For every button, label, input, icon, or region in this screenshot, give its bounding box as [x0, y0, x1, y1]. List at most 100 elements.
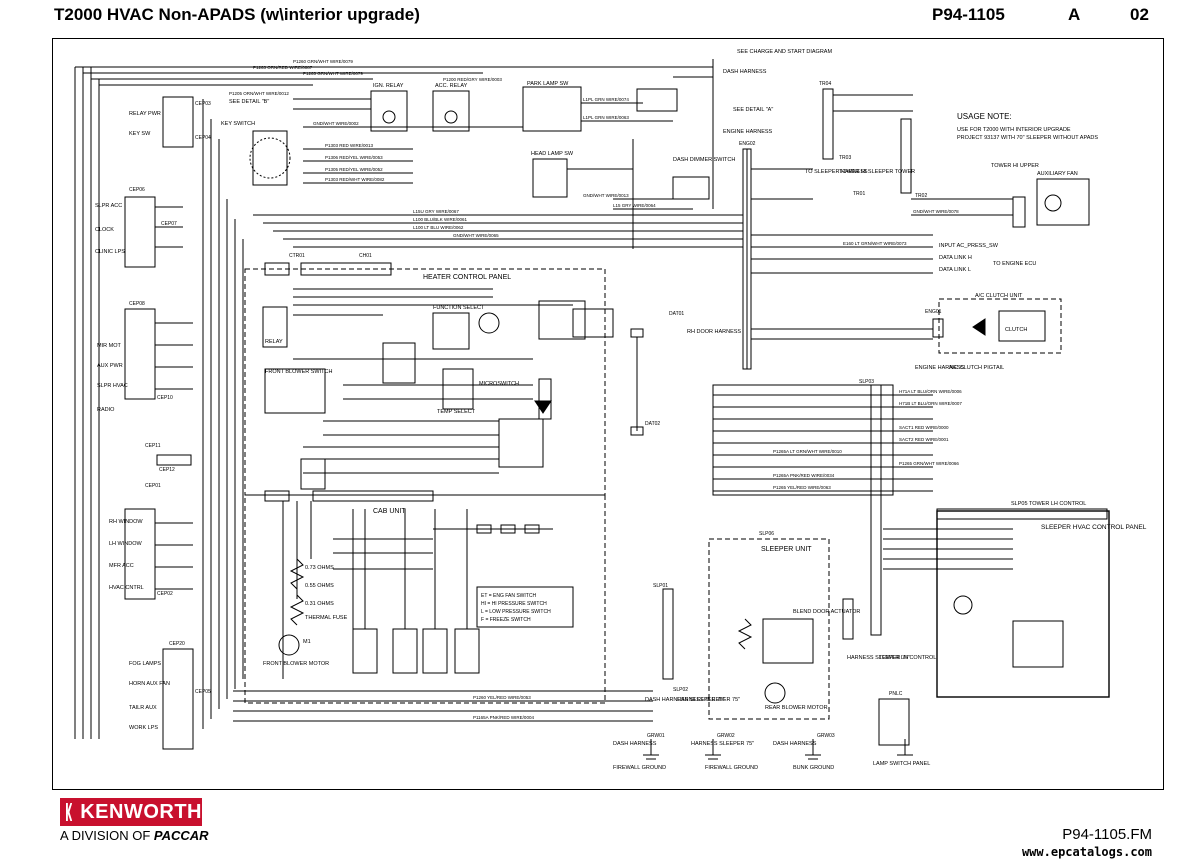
wiring-schematic: RELAY PWR KEY SW SLPR ACC CLOCK CLINIC L… [74, 49, 1147, 771]
connector-label: CEP02 [157, 591, 173, 597]
label-r3: 0.31 OHMS [305, 601, 334, 607]
connector-label: SLP02 [673, 687, 688, 693]
label-relay: RELAY [265, 339, 283, 345]
connector-label: DAT02 [645, 421, 660, 427]
label-slpr-acc: SLPR ACC [95, 203, 122, 209]
usage-note-title: USAGE NOTE: [957, 112, 1012, 121]
wire-label: P1305 RED/YEL WIRE/0052 [325, 167, 383, 172]
label-r2: 0.55 OHMS [305, 583, 334, 589]
label-clutch: CLUTCH [1005, 327, 1027, 333]
legend-line-3: L = LOW PRESSURE SWITCH [481, 609, 551, 615]
connector-label: CEP07 [161, 221, 177, 227]
label-firewall-ground: FIREWALL GROUND [613, 765, 666, 771]
label-head-lamp-sw: HEAD LAMP SW [531, 151, 574, 157]
connector-label: CEP06 [129, 187, 145, 193]
label-sleeper-hvac-panel: SLEEPER HVAC CONTROL PANEL [1041, 524, 1147, 531]
label-key-switch: KEY SWITCH [221, 121, 255, 127]
wire-label: H71B LT BLU/ORN WIRE/0007 [899, 401, 962, 406]
label-data-link-h: DATA LINK H [939, 255, 972, 261]
connector-label: SLP06 [759, 531, 774, 537]
connector-label: ENG01 [925, 309, 942, 315]
label-mfr-acc: MFR ACC [109, 563, 134, 569]
label-dash-dimmer-switch: DASH DIMMER SWITCH [673, 157, 735, 163]
label-aux-pwr: AUX PWR [97, 363, 123, 369]
label-aux-fan: AUXILIARY FAN [1037, 171, 1078, 177]
label-function-select: FUNCTION SELECT [433, 305, 485, 311]
connector-label: CEP10 [157, 395, 173, 401]
division-brand: PACCAR [153, 828, 209, 843]
wire-label: GND/WHT WIRE/0065 [453, 233, 499, 238]
label-acc-relay: ACC. RELAY [435, 83, 468, 89]
label-mir-mot: MIR MOT [97, 343, 121, 349]
wire-label: P1260 GRN/WHT WIRE/0079 [293, 59, 353, 64]
doc-title: T2000 HVAC Non-APADS (w\interior upgrade… [54, 5, 420, 24]
legend-line-2: HI = HI PRESSURE SWITCH [481, 601, 547, 607]
label-horn-aux-fan: HORN AUX FAN [129, 681, 170, 687]
label-see-charge-start: SEE CHARGE AND START DIAGRAM [737, 49, 832, 55]
label-tower-upper: TOWER HI UPPER [991, 163, 1039, 169]
wire-label: H71A LT BLU/ORN WIRE/0006 [899, 389, 962, 394]
label-ac-clutch-pigtail: A/C CLUTCH PIGTAIL [949, 365, 1004, 371]
wire-label: GND/WHT WIRE/0002 [313, 121, 359, 126]
wire-label: GND/WHT WIRE/0078 [913, 209, 959, 214]
usage-note-line-1: USE FOR T2000 WITH INTERIOR UPGRADE [957, 127, 1071, 133]
label-hvac-cntl: HVAC CNTRL [109, 585, 144, 591]
legend-line-4: F = FREEZE SWITCH [481, 617, 531, 623]
label-rear-blower-motor: REAR BLOWER MOTOR [765, 705, 828, 711]
wire-label: L1PL GRN WIRE/0074 [583, 97, 629, 102]
label-input-ac-press: INPUT AC_PRESS_SW [939, 243, 999, 249]
wire-label: L15 GRY WIRE/0064 [613, 203, 656, 208]
connector-label: CTR01 [289, 253, 305, 259]
wire-label: P1165A PNK/RED WIRE/0004 [473, 715, 534, 720]
label-relay-pwr: RELAY PWR [129, 111, 161, 117]
division-prefix: A DIVISION OF [60, 828, 151, 843]
label-dash-harness-bottom: DASH HARNESS [613, 741, 657, 747]
wire-label: L15U GRY WIRE/0067 [413, 209, 459, 214]
label-temp-select: TEMP SELECT [437, 409, 476, 415]
wire-label: SACT2 RED WIRE/0001 [899, 437, 949, 442]
doc-revision: A [1068, 5, 1081, 24]
label-data-link-l: DATA LINK L [939, 267, 971, 273]
label-dash-harness-sleeper: DASH HARNESS SLEEPER 75" [645, 697, 725, 703]
label-tower-hi-sleeper: TOWER HI SLEEPER TOWER [839, 169, 915, 175]
label-firewall-ground-2: FIREWALL GROUND [705, 765, 758, 771]
label-ac-clutch-unit: A/C CLUTCH UNIT [975, 293, 1023, 299]
connector-label: CEP03 [195, 101, 211, 107]
connector-label: GRW03 [817, 733, 835, 739]
connector-label: CEP04 [195, 135, 211, 141]
website-link[interactable]: www.epcatalogs.com [1021, 845, 1152, 859]
label-heater-control-panel: HEATER CONTROL PANEL [423, 274, 511, 281]
wire-label: E160 LT GRN/WHT WIRE/0073 [843, 241, 907, 246]
file-id: P94-1105.FM [1062, 826, 1152, 843]
label-ign-relay: IGN. RELAY [373, 83, 404, 89]
connector-label: TR01 [853, 191, 865, 197]
kenworth-k-icon [66, 803, 73, 821]
label-microswitch: MICROSWITCH [479, 381, 519, 387]
label-m1: M1 [303, 639, 311, 645]
label-thermal-fuse: THERMAL FUSE [305, 615, 348, 621]
label-rh-door-harness: RH DOOR HARNESS [687, 329, 741, 335]
connector-label: SLP03 [859, 379, 874, 385]
label-to-engine-ecu: TO ENGINE ECU [993, 261, 1036, 267]
label-engine-harness-2: ENGINE HARNESS [915, 365, 965, 371]
wire-label: P1303 RED/WHT WIRE/0082 [325, 177, 385, 182]
wire-label: P1265A LT GRN/WHT WIRE/0010 [773, 449, 842, 454]
connector-label: CEP05 [195, 689, 211, 695]
legend-line-1: ET = ENG FAN SWITCH [481, 593, 536, 599]
connector-label: CEP01 [145, 483, 161, 489]
connector-label: TR03 [839, 155, 851, 161]
label-front-blower-switch: FRONT BLOWER SWITCH [265, 369, 332, 375]
label-harness-sleeper-75: HARNESS SLEEPER 75" [677, 697, 740, 703]
label-see-detail-a: SEE DETAIL "A" [733, 107, 773, 113]
wire-label: P1200 RED/GRY WIRE/0003 [443, 77, 502, 82]
label-dash-harness: DASH HARNESS [723, 69, 767, 75]
connector-label: PNLC [889, 691, 903, 697]
label-blend-door-actuator: BLEND DOOR ACTUATOR [793, 609, 860, 615]
wire-label: P1265 YEL/RED WIRE/0063 [773, 485, 831, 490]
connector-label: SLP01 [653, 583, 668, 589]
label-key-sw: KEY SW [129, 131, 151, 137]
label-clock: CLOCK [95, 227, 114, 233]
brand-name: KENWORTH [80, 800, 202, 823]
wire-label: P1303 RED WIRE/0013 [325, 143, 374, 148]
label-dash-harness-bottom2: DASH HARNESS [773, 741, 817, 747]
